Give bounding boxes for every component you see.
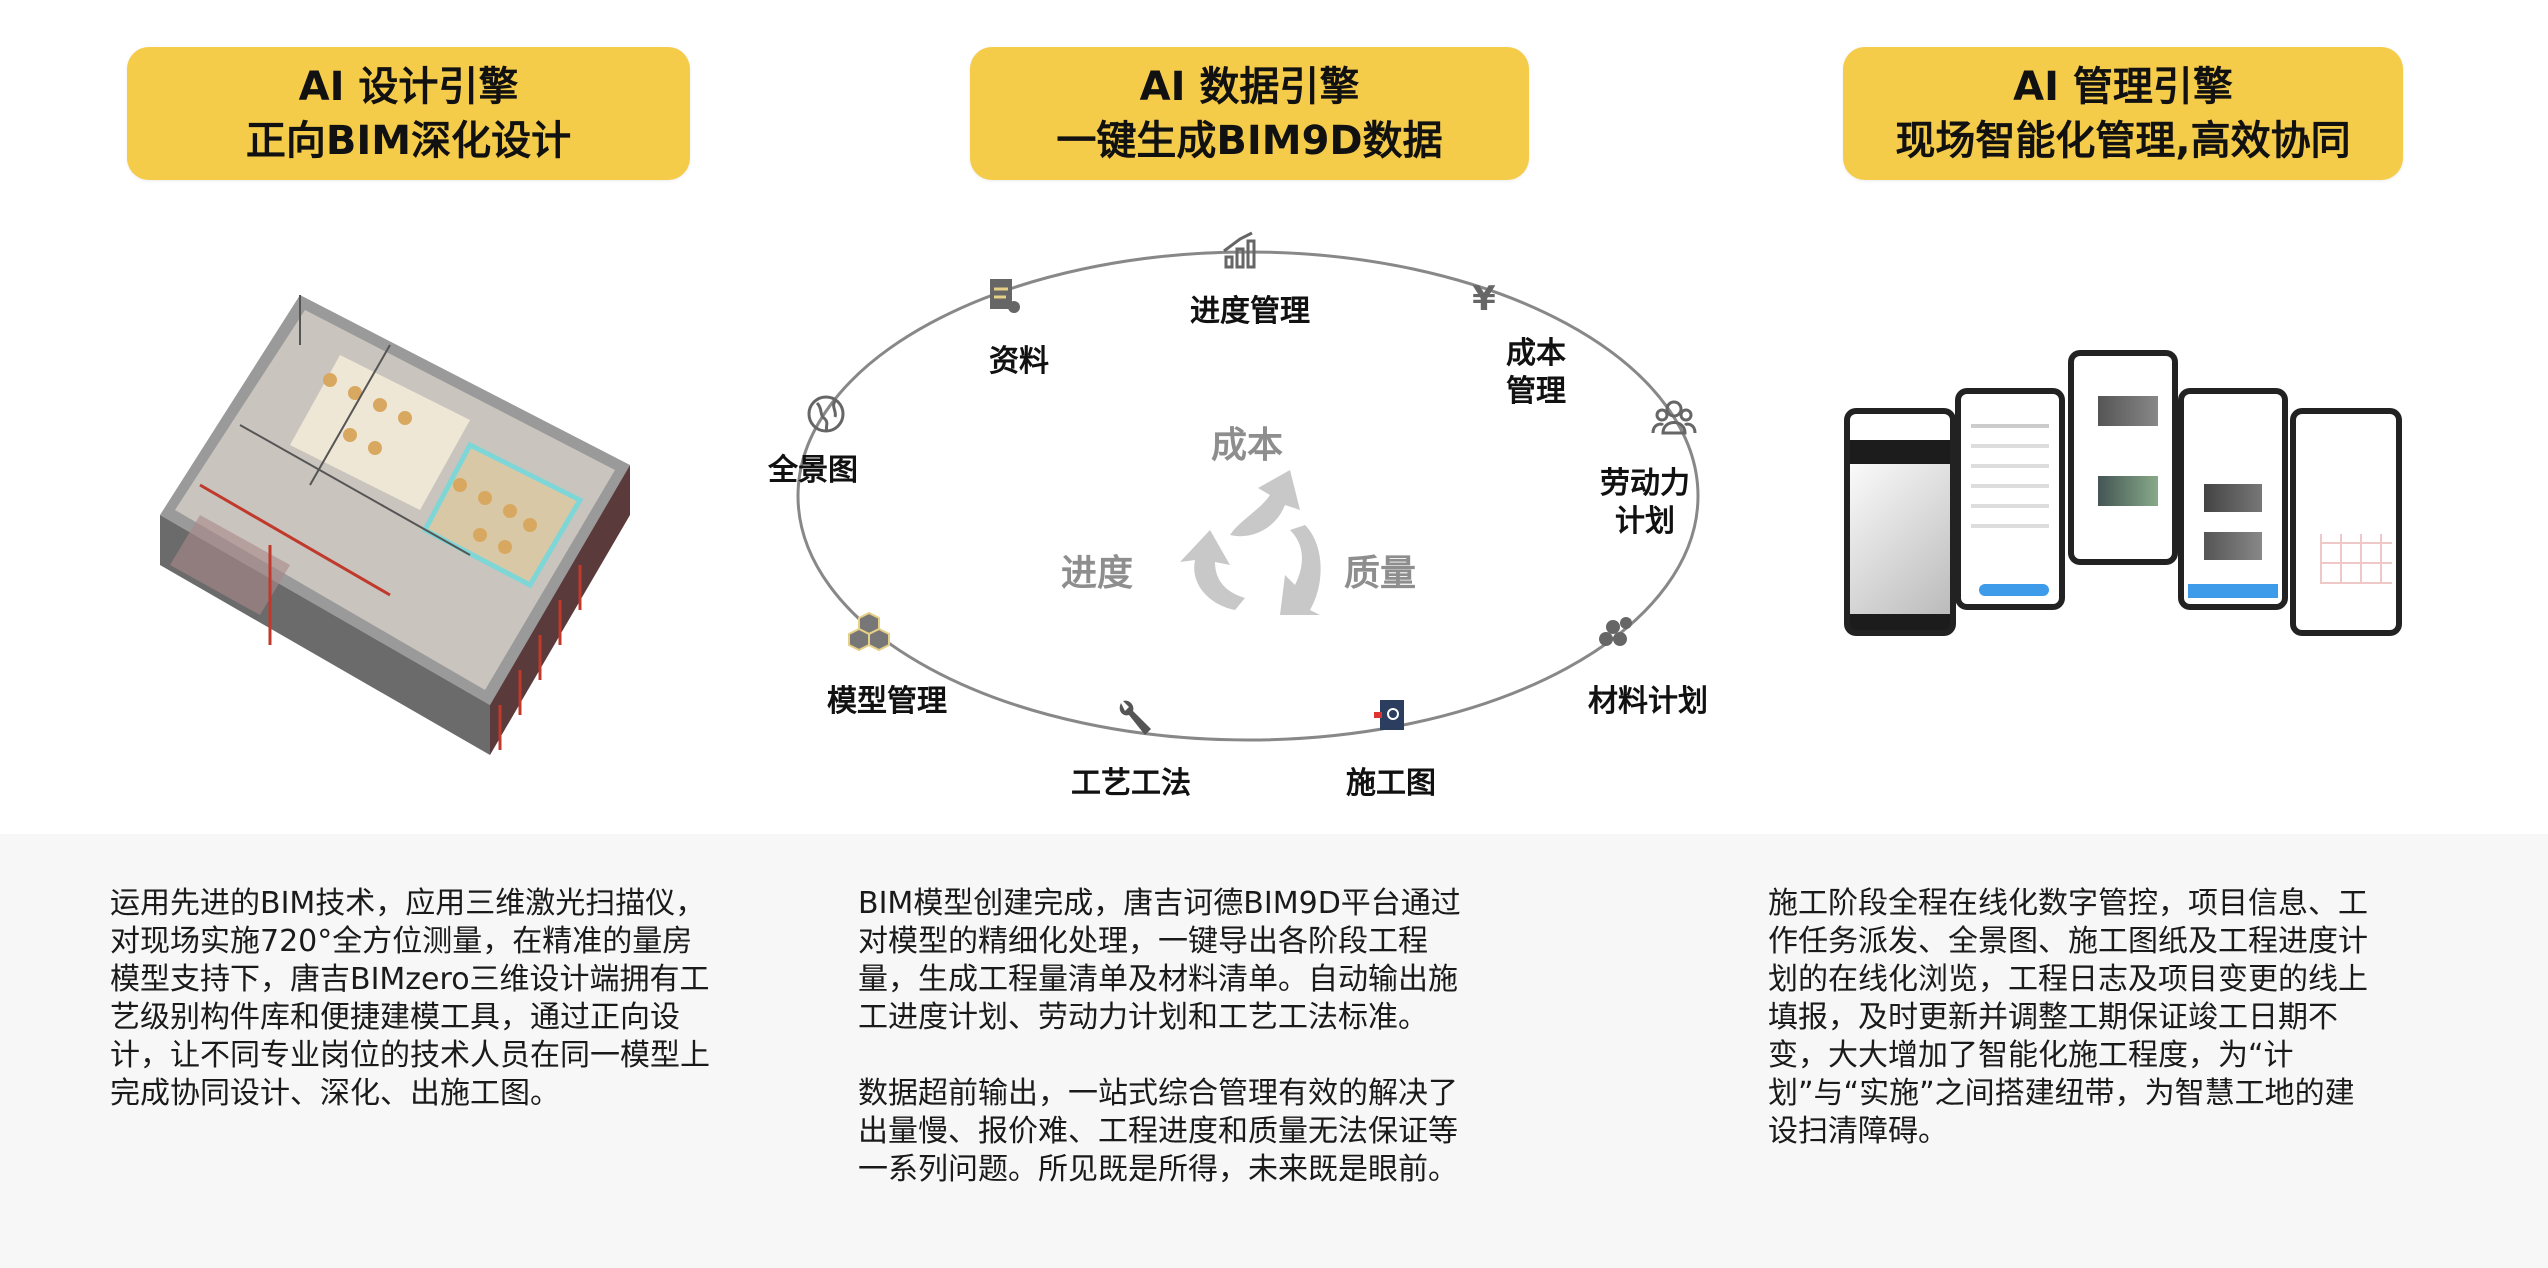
node-material-plan[interactable]	[1580, 591, 1650, 669]
description-management-engine: 施工阶段全程在线化数字管控，项目信息、工作任务派发、全景图、施工图纸及工程进度计…	[1768, 885, 2378, 1189]
node-label: 成本管理	[1506, 336, 1566, 409]
node-label: 材料计划	[1588, 684, 1708, 719]
header-data-engine: AI 数据引擎 一键生成BIM9D数据	[970, 47, 1529, 180]
description-paragraph: BIM模型创建完成，唐吉诃德BIM9D平台通过对模型的精细化处理，一键导出各阶段…	[858, 886, 1461, 1035]
bar-chart-icon	[1208, 215, 1274, 289]
globe-icon	[793, 377, 859, 451]
node-label: 进度管理	[1190, 294, 1310, 329]
header-subtitle: 现场智能化管理,高效协同	[1895, 117, 2351, 164]
bim-building-model-image	[160, 295, 630, 755]
description-paragraph: 数据超前输出，一站式综合管理有效的解决了出量慢、报价难、工程进度和质量无法保证等…	[858, 1076, 1458, 1187]
header-title: AI 数据引擎	[1139, 63, 1360, 110]
description-paragraph: 施工阶段全程在线化数字管控，项目信息、工作任务派发、全景图、施工图纸及工程进度计…	[1768, 886, 2368, 1149]
center-label-quality: 质量	[1343, 553, 1417, 594]
people-icon	[1641, 381, 1707, 455]
wrench-icon	[1101, 681, 1167, 755]
svg-text:¥: ¥	[1472, 279, 1496, 319]
node-label: 劳动力计划	[1600, 466, 1690, 539]
header-subtitle: 正向BIM深化设计	[245, 117, 572, 164]
phone-progress-report	[2068, 350, 2178, 565]
node-cost-management[interactable]: ¥	[1449, 258, 1519, 336]
cubes-icon	[836, 593, 902, 667]
node-label: 全景图	[768, 453, 858, 488]
pipes-icon	[1582, 593, 1648, 667]
node-label: 模型管理	[827, 684, 947, 719]
recycle-arrows-icon	[1180, 470, 1321, 615]
center-label-progress: 进度	[1060, 553, 1134, 594]
description-paragraph: 运用先进的BIM技术，应用三维激光扫描仪，对现场实施720°全方位测量，在精准的…	[110, 886, 710, 1111]
description-data-engine: BIM模型创建完成，唐吉诃德BIM9D平台通过对模型的精细化处理，一键导出各阶段…	[858, 885, 1468, 1227]
node-label: 工艺工法	[1071, 766, 1191, 801]
node-labor-plan[interactable]	[1639, 379, 1709, 457]
blueprint-icon	[1358, 678, 1424, 752]
node-progress-management[interactable]	[1206, 213, 1276, 291]
document-icon	[970, 259, 1036, 333]
yen-icon: ¥	[1451, 260, 1517, 334]
node-panorama[interactable]	[791, 375, 861, 453]
description-panel	[0, 834, 2548, 1268]
node-documents[interactable]	[968, 257, 1038, 335]
node-craft-methods[interactable]	[1099, 679, 1169, 757]
header-title: AI 设计引擎	[298, 63, 519, 110]
header-design-engine: AI 设计引擎 正向BIM深化设计	[127, 47, 690, 180]
phone-construction-log	[2178, 388, 2288, 610]
node-model-management[interactable]	[834, 591, 904, 669]
phone-project-documents	[1955, 388, 2065, 610]
header-subtitle: 一键生成BIM9D数据	[1056, 117, 1443, 164]
header-title: AI 管理引擎	[2013, 63, 2233, 110]
node-label: 资料	[989, 344, 1049, 379]
center-label-cost: 成本	[1210, 425, 1284, 466]
header-management-engine: AI 管理引擎 现场智能化管理,高效协同	[1843, 47, 2403, 180]
phone-construction-management	[2290, 408, 2402, 636]
description-design-engine: 运用先进的BIM技术，应用三维激光扫描仪，对现场实施720°全方位测量，在精准的…	[110, 885, 720, 1151]
phone-model-view	[1844, 408, 1956, 636]
node-construction-drawings[interactable]	[1356, 676, 1426, 754]
node-label: 施工图	[1346, 766, 1436, 801]
